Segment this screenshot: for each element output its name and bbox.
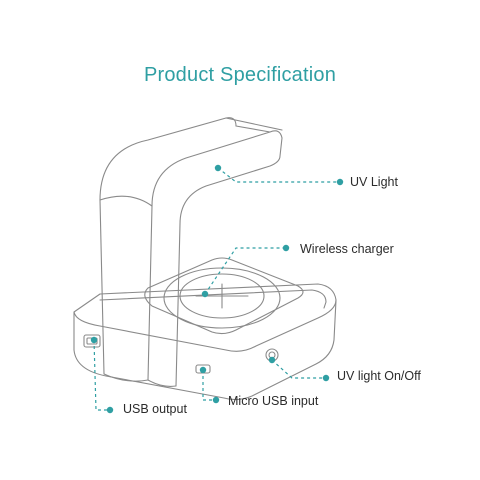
callout-micro-usb-input: Micro USB input — [228, 394, 319, 408]
leader-wireless — [204, 247, 286, 295]
callout-wireless-charger: Wireless charger — [300, 242, 394, 256]
leader-micro-usb — [202, 370, 216, 401]
uv-arm — [99, 117, 237, 375]
page-title: Product Specification — [143, 64, 337, 86]
callout-usb-output: USB output — [123, 402, 187, 416]
leader-uv-light — [217, 167, 340, 183]
charging-pad — [144, 257, 304, 335]
callout-uv-light: UV Light — [350, 175, 398, 189]
base-body — [73, 283, 337, 401]
leader-switch — [271, 359, 326, 379]
usb-port — [83, 334, 101, 348]
callout-uv-switch: UV light On/Off — [337, 369, 421, 383]
leader-usb — [93, 339, 110, 411]
